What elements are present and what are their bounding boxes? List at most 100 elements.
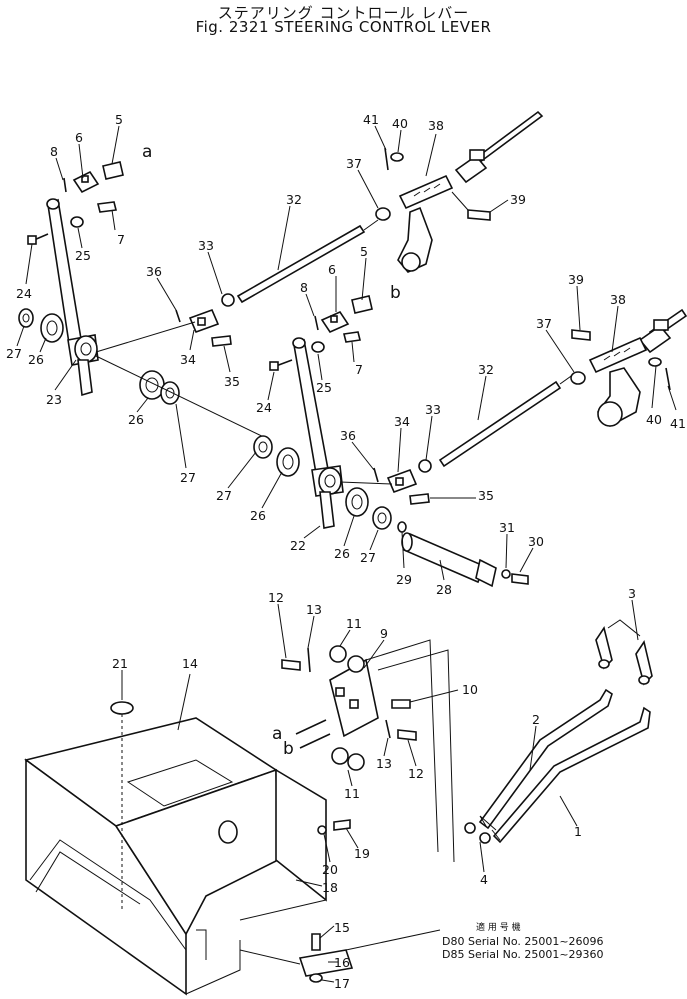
grip-3a xyxy=(595,626,613,670)
rod-32a xyxy=(236,224,366,304)
callout-9: 9 xyxy=(380,626,388,641)
callout-19: 19 xyxy=(354,846,370,861)
bushing-11c xyxy=(331,747,349,765)
callout-5a: 5 xyxy=(115,112,123,127)
bolt-12a xyxy=(281,659,301,671)
callout-35a: 35 xyxy=(224,374,240,389)
callout-26a: 26 xyxy=(28,352,44,367)
link-38b xyxy=(588,336,648,374)
callout-6b: 6 xyxy=(328,262,336,277)
reference-letters: a b a b xyxy=(142,142,401,759)
nut-37b xyxy=(570,371,586,385)
callout-26d: 26 xyxy=(334,546,350,561)
callout-13a: 13 xyxy=(306,602,322,617)
callout-30: 30 xyxy=(528,534,544,549)
plate-5a xyxy=(102,161,124,180)
callout-25b: 25 xyxy=(316,380,332,395)
nut-4b xyxy=(479,832,491,844)
callout-24b: 24 xyxy=(256,400,272,415)
housing-front xyxy=(25,758,187,996)
bolt-29 xyxy=(397,521,407,533)
callout-18: 18 xyxy=(322,880,338,895)
grip-3b xyxy=(635,640,653,686)
seal-27c xyxy=(253,435,273,459)
lever-top-knob xyxy=(46,198,60,210)
callout-41a: 41 xyxy=(363,112,379,127)
callout-27c: 27 xyxy=(216,488,232,503)
bolt-7a xyxy=(97,201,117,213)
bolt-19 xyxy=(333,819,351,831)
letter-a-lower: a xyxy=(272,724,282,744)
lever-1 xyxy=(492,706,651,844)
bushing-11d xyxy=(347,753,365,771)
bolt-7b xyxy=(343,331,361,343)
bushing-11b xyxy=(347,655,365,673)
callout-41b: 41 xyxy=(670,416,686,431)
callout-2: 2 xyxy=(532,712,540,727)
callout-33a: 33 xyxy=(198,238,214,253)
bolt-15 xyxy=(311,933,321,951)
callout-32b: 32 xyxy=(478,362,494,377)
callout-10: 10 xyxy=(462,682,478,697)
callout-40a: 40 xyxy=(392,116,408,131)
callout-33b: 33 xyxy=(425,402,441,417)
callout-12a: 12 xyxy=(268,590,284,605)
callout-8b: 8 xyxy=(300,280,308,295)
nut-25b xyxy=(311,341,325,353)
serial-line-d80: D80 Serial No. 25001~26096 xyxy=(442,935,604,948)
callout-39b: 39 xyxy=(568,272,584,287)
callout-26b: 26 xyxy=(128,412,144,427)
plate-16 xyxy=(298,949,354,977)
callout-38b: 38 xyxy=(610,292,626,307)
callout-1: 1 xyxy=(574,824,582,839)
link-38a xyxy=(398,174,454,210)
bolt-39b xyxy=(571,329,591,341)
callout-34b: 34 xyxy=(394,414,410,429)
figure-title: Fig. 2321 STEERING CONTROL LEVER xyxy=(195,18,492,36)
callout-21: 21 xyxy=(112,656,128,671)
callout-3: 3 xyxy=(628,586,636,601)
cap-21 xyxy=(110,701,134,715)
callout-37a: 37 xyxy=(346,156,362,171)
shaft-28-body xyxy=(402,532,486,584)
bushing-11a xyxy=(329,645,347,663)
bearing-26a xyxy=(40,313,64,343)
callout-40b: 40 xyxy=(646,412,662,427)
cover-18 xyxy=(275,768,327,902)
callout-38a: 38 xyxy=(428,118,444,133)
washer-40a xyxy=(390,152,404,162)
callout-17: 17 xyxy=(334,976,350,991)
letter-a-upper: a xyxy=(142,142,152,162)
bolt-10 xyxy=(391,699,411,709)
nut-33a xyxy=(221,293,235,307)
upper-left-lever-assembly xyxy=(18,161,271,441)
callout-4: 4 xyxy=(480,872,488,887)
upper-rod-assembly xyxy=(95,219,379,353)
callout-numbers: 5 6 8 7 25 24 27 26 23 36 33 32 34 35 26… xyxy=(6,112,686,991)
serial-number-table: 適 用 号 機 D80 Serial No. 25001~26096 D85 S… xyxy=(442,922,682,961)
callout-5b: 5 xyxy=(360,244,368,259)
callout-24a: 24 xyxy=(16,286,32,301)
plate-5b xyxy=(351,295,373,314)
letter-b-lower: b xyxy=(283,739,294,759)
bearing-26c xyxy=(276,447,300,477)
bearing-26d xyxy=(345,487,369,517)
seal-27a xyxy=(18,308,34,328)
seal-27d xyxy=(372,506,392,530)
callout-27a: 27 xyxy=(6,346,22,361)
bolt-35b xyxy=(409,493,430,505)
callout-14: 14 xyxy=(182,656,198,671)
callout-39a: 39 xyxy=(510,192,526,207)
middle-right-bellcrank xyxy=(570,308,687,428)
lower-levers xyxy=(464,619,653,844)
washer-17 xyxy=(309,973,323,983)
middle-rod-assembly xyxy=(339,373,575,505)
callout-22: 22 xyxy=(290,538,306,553)
bolt-12b xyxy=(397,729,417,741)
callout-15: 15 xyxy=(334,920,350,935)
bolt-39a xyxy=(467,209,491,221)
housing-14 xyxy=(24,701,441,996)
middle-lever-assembly xyxy=(253,295,392,530)
washer-31 xyxy=(501,569,511,579)
